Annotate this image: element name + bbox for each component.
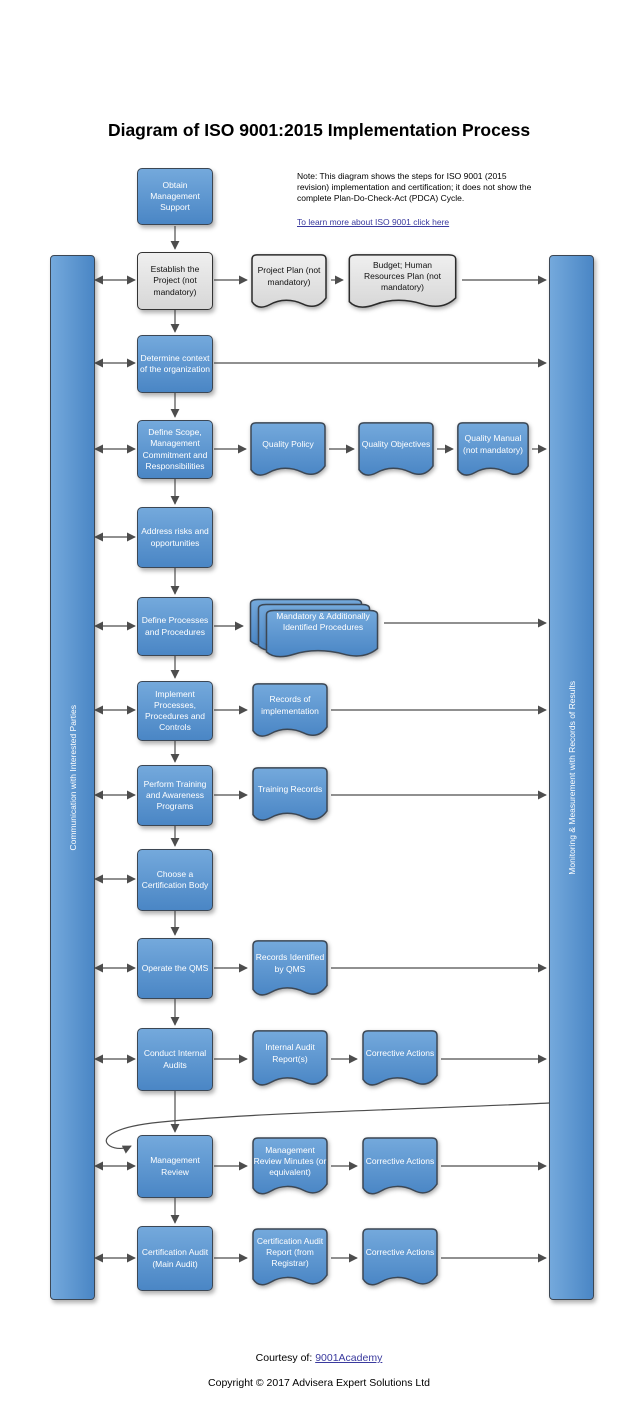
copyright-line: Copyright © 2017 Advisera Expert Solutio… [208,1377,430,1389]
doc-corrective-actions-review: Corrective Actions [360,1135,440,1199]
box-label: Management Review [150,1155,200,1177]
box-label: Operate the QMS [141,962,209,973]
box-label: Determine context of the organization [140,352,210,374]
box-label: Obtain Management Support [150,179,200,213]
box-label: Implement Processes, Procedures and Cont… [144,688,205,733]
doc-management-review-minutes: Management Review Minutes (or equivalent… [250,1135,330,1199]
learn-more-link[interactable]: To learn more about ISO 9001 click here [297,217,450,227]
courtesy-line: Courtesy of: 9001Academy [0,1352,638,1364]
doc-quality-manual: Quality Manual (not mandatory) [455,420,531,480]
doc-records-identified-by-qms: Records Identified by QMS [250,938,330,1000]
right-swimlane: Monitoring & Measurement with Records of… [549,255,594,1300]
box-label: Define Processes and Procedures [141,615,209,637]
doc-corrective-actions-audit: Corrective Actions [360,1028,440,1090]
page-title: Diagram of ISO 9001:2015 Implementation … [107,120,531,140]
process-box-management-review: Management Review [137,1135,213,1198]
doc-label: Corrective Actions [365,1047,435,1058]
process-box-perform-training: Perform Training and Awareness Programs [137,765,213,826]
process-box-operate-qms: Operate the QMS [137,938,213,999]
box-label: Conduct Internal Audits [143,1048,207,1070]
doc-label: Certification Audit Report (from Registr… [256,1235,324,1269]
process-box-conduct-internal-audits: Conduct Internal Audits [137,1028,213,1091]
box-label: Perform Training and Awareness Programs [143,778,207,812]
process-box-certification-audit: Certification Audit (Main Audit) [137,1226,213,1291]
doc-project-plan: Project Plan (not mandatory) [249,252,329,312]
right-swimlane-label: Monitoring & Measurement with Records of… [566,680,577,875]
doc-label: Quality Manual (not mandatory) [463,433,523,455]
process-box-determine-context: Determine context of the organization [137,335,213,393]
doc-label: Project Plan (not mandatory) [257,265,321,287]
process-box-obtain-management-support: Obtain Management Support [137,168,213,225]
doc-records-of-implementation: Records of implementation [250,681,330,741]
process-box-establish-project: Establish the Project (not mandatory) [137,252,213,310]
process-box-choose-certification-body: Choose a Certification Body [137,849,213,911]
doc-certification-audit-report: Certification Audit Report (from Registr… [250,1226,330,1290]
doc-label: Internal Audit Report(s) [265,1042,315,1064]
doc-label: Corrective Actions [365,1246,435,1257]
box-label: Address risks and opportunities [141,526,209,548]
doc-corrective-actions-certification: Corrective Actions [360,1226,440,1290]
process-box-implement-processes: Implement Processes, Procedures and Cont… [137,681,213,741]
doc-label: Mandatory & Additionally Identified Proc… [276,611,370,633]
doc-label: Quality Objectives [361,438,431,449]
doc-label: Management Review Minutes (or equivalent… [253,1144,327,1178]
process-box-address-risks: Address risks and opportunities [137,507,213,568]
note-text: Note: This diagram shows the steps for I… [297,171,532,204]
doc-label: Training Records [257,783,323,794]
doc-label: Corrective Actions [365,1155,435,1166]
box-label: Certification Audit (Main Audit) [141,1247,209,1269]
doc-label: Records Identified by QMS [255,952,325,974]
doc-quality-policy: Quality Policy [248,420,328,480]
doc-quality-objectives: Quality Objectives [356,420,436,480]
process-box-define-processes: Define Processes and Procedures [137,597,213,656]
process-box-define-scope: Define Scope, Management Commitment and … [137,420,213,479]
left-swimlane-label: Communication with Interested Parties [67,704,78,851]
doc-training-records: Training Records [250,765,330,825]
academy-link[interactable]: 9001Academy [315,1352,383,1364]
box-label: Establish the Project (not mandatory) [150,264,200,297]
doc-budget-hr-plan: Budget; Human Resources Plan (not mandat… [345,252,460,312]
doc-stack-mandatory-procedures: Mandatory & Additionally Identified Proc… [246,597,386,665]
box-label: Choose a Certification Body [141,868,209,890]
doc-label: Budget; Human Resources Plan (not mandat… [363,259,441,293]
doc-label: Records of implementation [261,694,319,716]
doc-internal-audit-reports: Internal Audit Report(s) [250,1028,330,1090]
left-swimlane: Communication with Interested Parties [50,255,95,1300]
doc-label: Quality Policy [262,438,314,449]
courtesy-prefix: Courtesy of: [255,1352,313,1364]
box-label: Define Scope, Management Commitment and … [142,427,208,471]
